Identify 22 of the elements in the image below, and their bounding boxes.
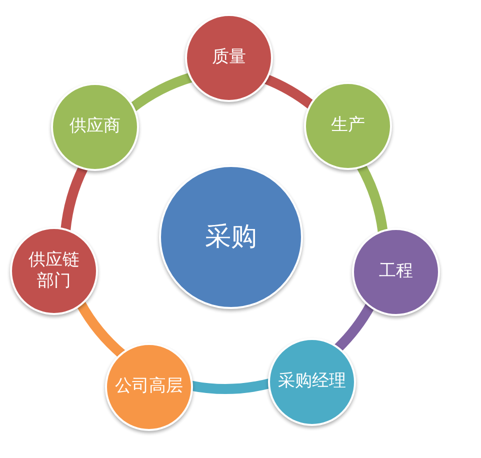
ring-segment — [334, 302, 375, 352]
topic-circle — [105, 343, 193, 431]
circle-label: 供应商 — [70, 116, 120, 138]
topic-circle — [352, 228, 440, 316]
circle-label: 供应链部门 — [28, 250, 80, 292]
circle-label: 质量 — [212, 47, 246, 69]
ring-segment — [76, 300, 126, 358]
ring-segment — [129, 72, 194, 112]
topic-circle — [51, 83, 139, 171]
circle-label: 公司高层 — [115, 376, 183, 398]
ring-segment — [356, 164, 388, 233]
circle-label: 采购经理 — [278, 371, 346, 393]
circle-label: 生产 — [331, 115, 365, 137]
topic-circle — [304, 82, 392, 170]
circle-label: 采购 — [205, 220, 257, 254]
topic-circle — [268, 338, 356, 426]
ring-segment — [60, 165, 88, 232]
topic-circle — [10, 227, 98, 315]
circle-label: 工程 — [379, 261, 413, 283]
topic-circle — [185, 14, 273, 102]
ring-segment — [190, 378, 271, 394]
ring-segment — [264, 74, 314, 110]
